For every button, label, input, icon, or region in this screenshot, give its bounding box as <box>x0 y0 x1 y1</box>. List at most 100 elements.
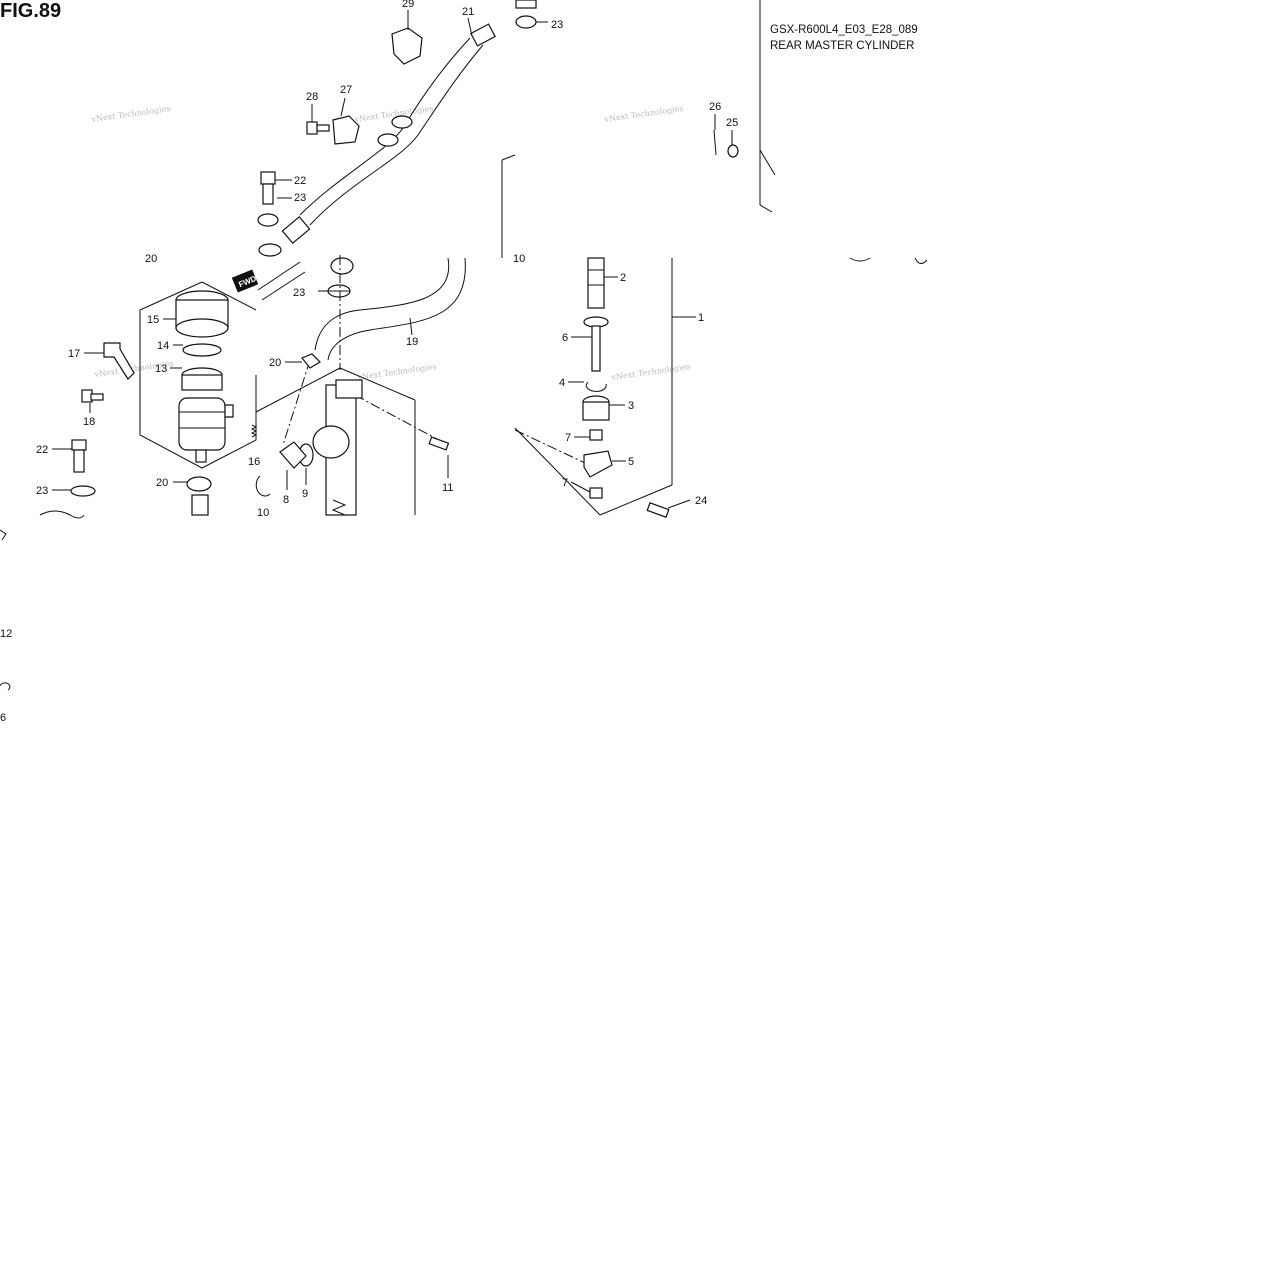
callout-20: 20 <box>156 477 168 489</box>
pin-washer <box>713 129 739 158</box>
reservoir-tab <box>224 404 234 418</box>
pushrod-parts <box>582 257 670 518</box>
header-frame <box>759 0 776 213</box>
union-bolt-upper-shank <box>262 183 274 205</box>
hose-end-upper <box>470 23 496 47</box>
reservoir-hose <box>257 257 466 361</box>
callout-10: 10 <box>513 253 525 265</box>
callout-23: 23 <box>551 19 563 31</box>
callout-14: 14 <box>157 340 169 352</box>
callout-23: 23 <box>293 287 305 299</box>
model-code: GSX-R600L4_E03_E28_089 <box>770 24 918 36</box>
cylinder-top-port <box>335 379 363 399</box>
hose-clamp <box>377 133 399 147</box>
diagram-header: GSX-R600L4_E03_E28_089 REAR MASTER CYLIN… <box>770 22 918 54</box>
union-bolt <box>71 439 87 451</box>
hose-clamp-top <box>330 257 354 275</box>
figure-label: FIG.89 <box>0 0 62 22</box>
hose-clamp-27 <box>306 115 360 145</box>
callout-7: 7 <box>562 477 568 489</box>
callout-3: 3 <box>628 400 634 412</box>
callout-20: 20 <box>269 357 281 369</box>
gasket-washer-mid <box>258 243 282 257</box>
watermark-text: vNext Technologies <box>356 362 437 382</box>
callout-18: 18 <box>83 416 95 428</box>
bracket-assembly <box>81 342 135 403</box>
callout-10: 10 <box>257 507 269 519</box>
bracket-bolt-shank <box>90 393 104 401</box>
reservoir-tank <box>178 397 226 451</box>
callout-22: 22 <box>294 175 306 187</box>
callout-5: 5 <box>628 456 634 468</box>
callout-9: 9 <box>302 488 308 500</box>
hose-clamp-2 <box>391 115 413 129</box>
watermark-text: vNext Technologies <box>90 104 171 124</box>
reservoir-bracket <box>103 342 135 380</box>
connector <box>279 441 307 469</box>
callout-24: 24 <box>695 495 707 507</box>
rod-end <box>583 450 613 478</box>
callout-2: 2 <box>620 272 626 284</box>
spring-clamp <box>301 353 321 369</box>
reservoir-outlet <box>195 449 207 463</box>
pin-washer-ring <box>727 144 739 158</box>
callout-23: 23 <box>294 192 306 204</box>
lock-nut <box>589 429 603 441</box>
callout-4: 4 <box>559 377 565 389</box>
callout-17: 17 <box>68 348 80 360</box>
callout-6: 6 <box>562 332 568 344</box>
union-bolt-shank <box>73 449 85 473</box>
callout-21: 21 <box>462 6 474 18</box>
top-fitting <box>515 0 537 9</box>
cylinder-inlet <box>312 425 350 459</box>
callout-1: 1 <box>698 312 704 324</box>
diaphragm-plate <box>182 343 222 357</box>
callout-29: 29 <box>402 0 414 10</box>
reservoir-cap-bottom <box>175 318 229 338</box>
gasket-washer-top <box>515 15 537 29</box>
callout-28: 28 <box>306 91 318 103</box>
diaphragm-body <box>181 374 223 391</box>
boot-body <box>582 401 610 421</box>
callout-7: 7 <box>565 432 571 444</box>
left-bolts <box>70 0 537 497</box>
hose-guide-clamp <box>391 27 423 65</box>
lock-nut-lower <box>589 487 603 499</box>
mounting-screw <box>428 436 450 451</box>
callout-15: 15 <box>147 314 159 326</box>
spring-clamps <box>186 353 321 516</box>
callout-12: 12 <box>0 628 12 640</box>
pushrod <box>591 325 601 372</box>
leader-lines <box>52 10 733 509</box>
callout-16: 16 <box>248 456 260 468</box>
callout-25: 25 <box>726 117 738 129</box>
callout-19: 19 <box>406 336 418 348</box>
reservoir-parts <box>175 290 234 463</box>
callout-22: 22 <box>36 444 48 456</box>
spring-clamp-lower <box>186 476 212 492</box>
callout-20: 20 <box>145 253 157 265</box>
reservoir-box <box>139 281 257 469</box>
lower-hose-stub <box>191 494 209 516</box>
piston-assembly <box>587 257 605 309</box>
watermark-text: vNext Technologies <box>610 362 691 382</box>
edge-fragments <box>0 257 928 691</box>
callout-13: 13 <box>155 363 167 375</box>
callout-27: 27 <box>340 84 352 96</box>
callout-numbers: 29 21 23 28 27 26 25 22 23 20 10 2 23 15… <box>0 0 738 724</box>
diagram-title: REAR MASTER CYLINDER <box>770 40 915 52</box>
fwd-tag: FWD <box>231 269 259 293</box>
callout-23: 23 <box>36 485 48 497</box>
callout-6: 6 <box>0 712 6 724</box>
hose-fitting-lower <box>281 215 311 245</box>
master-cylinder-body <box>250 379 450 516</box>
brake-hose <box>281 23 496 245</box>
callout-26: 26 <box>709 101 721 113</box>
cylinder-box <box>255 255 449 515</box>
callout-8: 8 <box>283 494 289 506</box>
union-bolt-upper <box>260 171 276 185</box>
clevis-pin <box>646 502 670 518</box>
clamp-bolt-shank <box>316 124 330 132</box>
hose-clamp-bracket <box>332 115 360 145</box>
